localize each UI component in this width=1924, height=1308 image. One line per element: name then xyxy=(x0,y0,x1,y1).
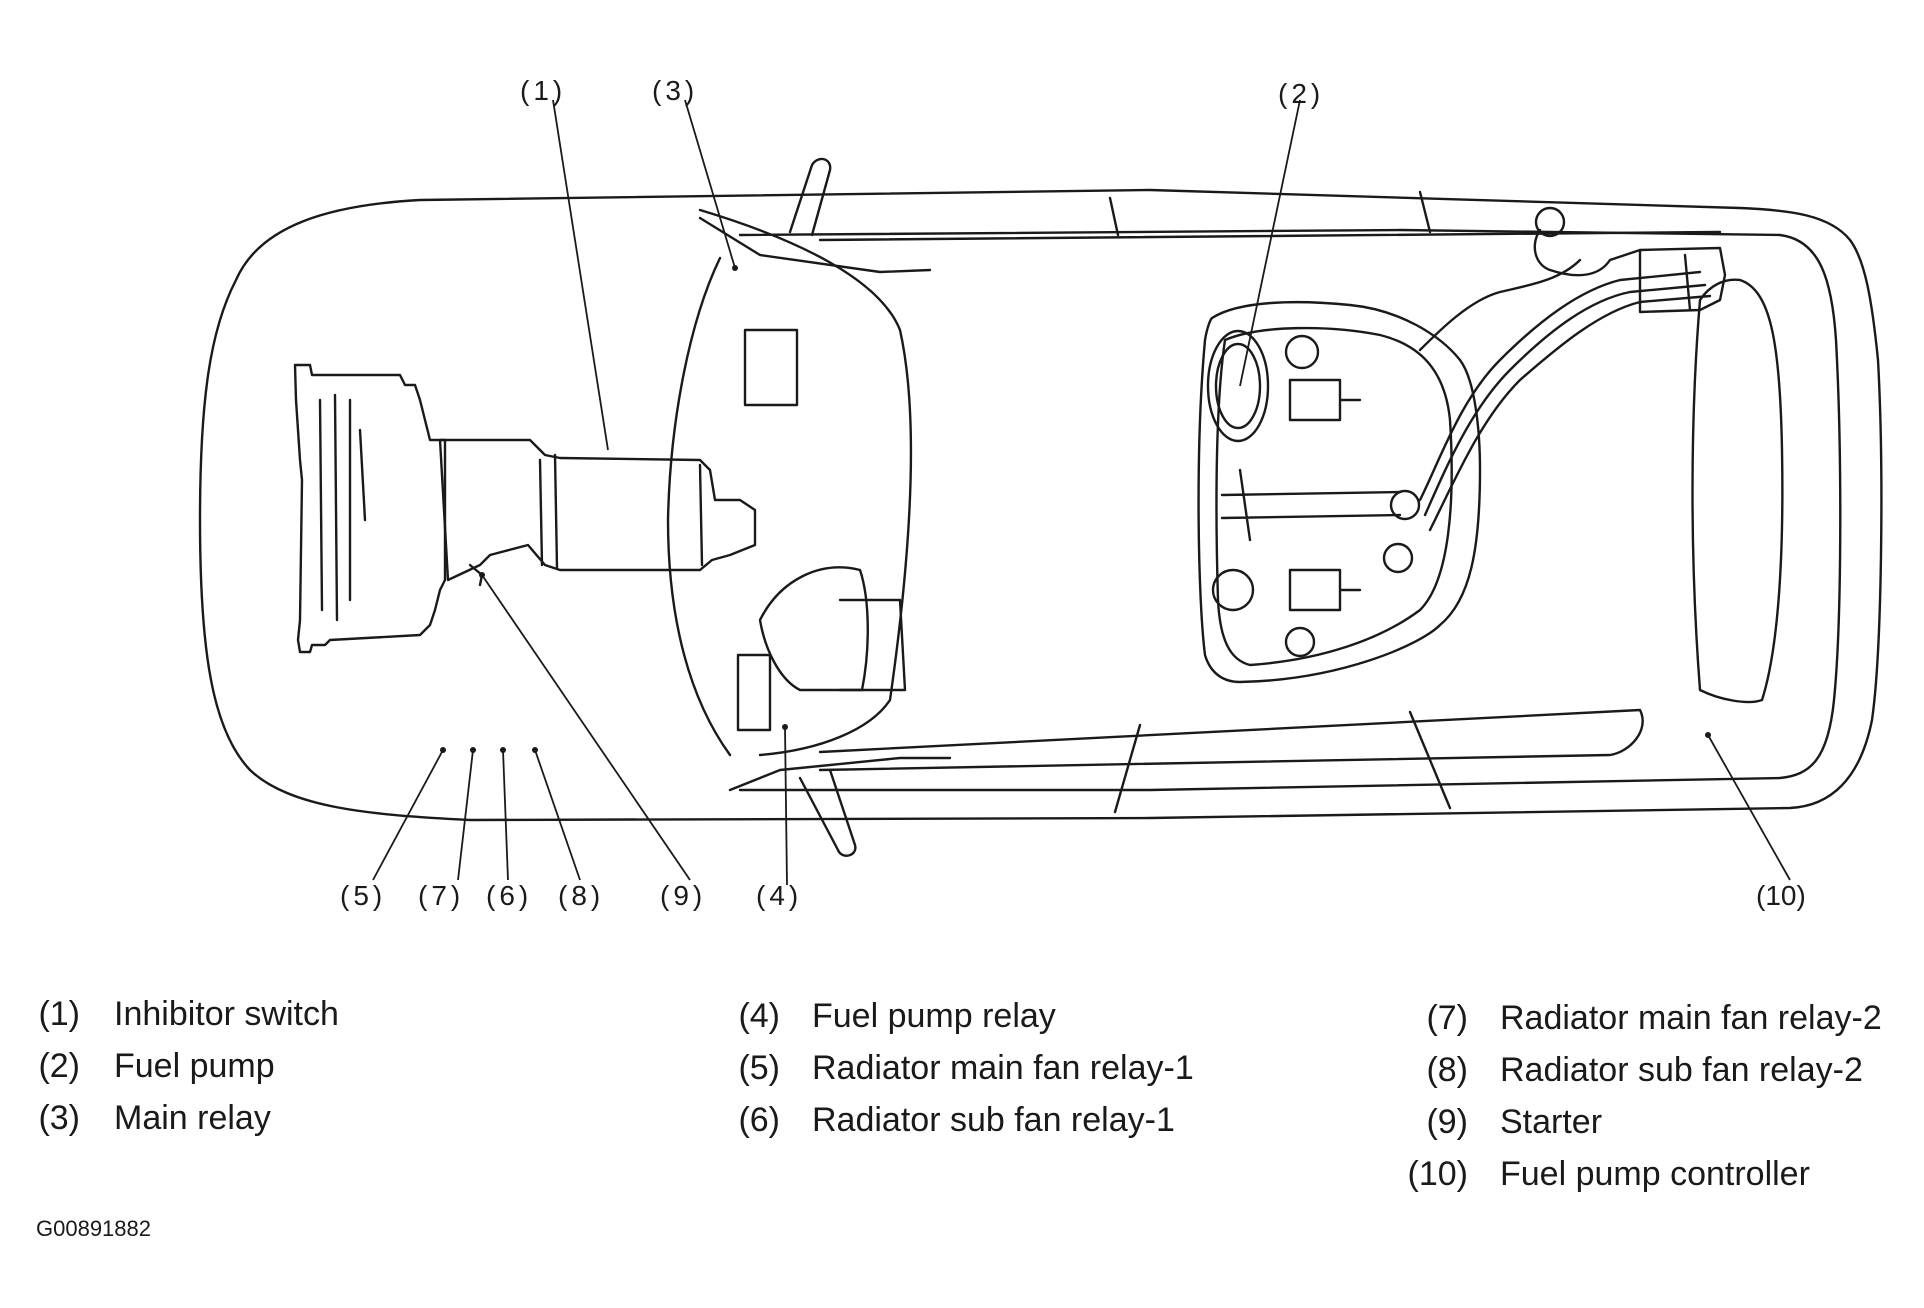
callout-2: (2) xyxy=(1278,78,1324,109)
legend-item-7: (7) Radiator main fan relay-2 xyxy=(1388,998,1908,1038)
callout-6: (6) xyxy=(486,880,532,911)
anchor-dot-7 xyxy=(470,747,476,753)
leader-line-10 xyxy=(1707,734,1791,881)
leader-line-7 xyxy=(457,749,474,881)
engine-block xyxy=(293,363,447,654)
callout-5: (5) xyxy=(340,880,386,911)
transmission xyxy=(438,438,757,582)
pedal-box xyxy=(838,598,907,692)
legend-item-8: (8) Radiator sub fan relay-2 xyxy=(1388,1050,1908,1090)
legend-item-9: (9) Starter xyxy=(1388,1102,1908,1142)
fuel-tank xyxy=(1197,300,1482,684)
fuel-lines xyxy=(1418,270,1712,532)
door-seam-4 xyxy=(1408,710,1452,810)
leader-line-5 xyxy=(372,749,444,881)
dash-module-upper xyxy=(743,328,799,407)
anchor-dot-6 xyxy=(500,747,506,753)
filler-cap xyxy=(1534,206,1566,238)
callout-9: (9) xyxy=(660,880,706,911)
door-seam-3 xyxy=(1113,723,1142,814)
leader-line-4 xyxy=(784,726,788,886)
anchor-dot-4 xyxy=(782,724,788,730)
tank-port-2 xyxy=(1389,489,1421,521)
legend-number: (8) xyxy=(1426,1051,1468,1089)
firewall xyxy=(666,256,732,757)
legend-number: (2) xyxy=(38,1047,80,1085)
transmission-detail xyxy=(538,453,704,570)
tank-port-5 xyxy=(1284,626,1316,658)
legend-label: Inhibitor switch xyxy=(114,995,339,1033)
tank-brackets xyxy=(1288,378,1362,612)
door-seam-2 xyxy=(1418,190,1432,234)
callout-7: (7) xyxy=(418,880,464,911)
cowl-curve xyxy=(698,208,913,757)
rear-window xyxy=(1691,278,1784,704)
fuel-pump-body xyxy=(1214,342,1262,430)
anchor-dot-5 xyxy=(440,747,446,753)
legend-item-2: (2) Fuel pump xyxy=(0,1046,600,1086)
legend-label: Fuel pump controller xyxy=(1500,1155,1810,1193)
sill-line-top xyxy=(818,230,1722,242)
legend-label: Radiator main fan relay-1 xyxy=(812,1049,1194,1087)
a-pillar-upper xyxy=(698,216,932,274)
mirror-upper xyxy=(788,157,832,237)
legend-number: (5) xyxy=(738,1049,780,1087)
dash-module-lower xyxy=(736,653,772,732)
callout-4: (4) xyxy=(756,880,802,911)
mirror-lower xyxy=(798,768,857,857)
engine-ribs xyxy=(318,393,367,622)
tank-port-4 xyxy=(1211,568,1255,612)
legend-label: Fuel pump xyxy=(114,1047,275,1085)
anchor-dot-9 xyxy=(479,572,485,578)
legend-label: Radiator sub fan relay-1 xyxy=(812,1101,1175,1139)
fuel-tank-inner xyxy=(1215,326,1453,667)
leader-line-1 xyxy=(552,99,609,451)
legend-number: (10) xyxy=(1407,1155,1468,1193)
legend-number: (9) xyxy=(1426,1103,1468,1141)
legend-label: Fuel pump relay xyxy=(812,997,1056,1035)
legend-label: Main relay xyxy=(114,1099,271,1137)
leader-line-6 xyxy=(502,749,509,881)
filler-pipe xyxy=(1533,228,1642,277)
legend-number: (3) xyxy=(38,1099,80,1137)
legend-item-6: (6) Radiator sub fan relay-1 xyxy=(700,1100,1260,1140)
legend-label: Starter xyxy=(1500,1103,1603,1141)
leader-line-8 xyxy=(534,749,581,881)
anchor-dot-8 xyxy=(532,747,538,753)
a-pillar-lower xyxy=(728,756,952,792)
steering-column xyxy=(758,566,869,692)
fuel-lines-upper xyxy=(1418,258,1582,352)
fuel-pump-controller-unit xyxy=(1638,246,1727,314)
legend-item-3: (3) Main relay xyxy=(0,1098,600,1138)
tank-port-3 xyxy=(1382,542,1414,574)
sill-line-bottom xyxy=(818,708,1644,772)
legend-number: (6) xyxy=(738,1101,780,1139)
car-body-outline xyxy=(198,188,1883,822)
callout-3: (3) xyxy=(652,75,698,106)
leader-line-9 xyxy=(481,574,691,881)
door-seam-1 xyxy=(1108,196,1120,237)
legend-label: Radiator sub fan relay-2 xyxy=(1500,1051,1863,1089)
fuel-pump-cover xyxy=(1206,329,1270,443)
legend-item-4: (4) Fuel pump relay xyxy=(700,996,1260,1036)
legend-label: Radiator main fan relay-2 xyxy=(1500,999,1882,1037)
figure-id: G00891882 xyxy=(36,1216,151,1241)
leader-line-2 xyxy=(1239,99,1301,387)
tank-crossmember xyxy=(1220,468,1402,542)
cabin-outline xyxy=(738,228,1842,792)
anchor-dot-3 xyxy=(732,265,738,271)
callout-10: (10) xyxy=(1756,880,1806,911)
tank-port-1 xyxy=(1284,334,1320,370)
callout-8: (8) xyxy=(558,880,604,911)
legend-number: (4) xyxy=(738,997,780,1035)
legend-item-5: (5) Radiator main fan relay-1 xyxy=(700,1048,1260,1088)
legend-item-10: (10) Fuel pump controller xyxy=(1388,1154,1908,1194)
legend-number: (7) xyxy=(1426,999,1468,1037)
leader-line-3 xyxy=(684,99,736,269)
legend-number: (1) xyxy=(38,995,80,1033)
callout-1: (1) xyxy=(520,75,566,106)
anchor-dot-10 xyxy=(1705,732,1711,738)
legend-item-1: (1) Inhibitor switch xyxy=(0,994,600,1034)
